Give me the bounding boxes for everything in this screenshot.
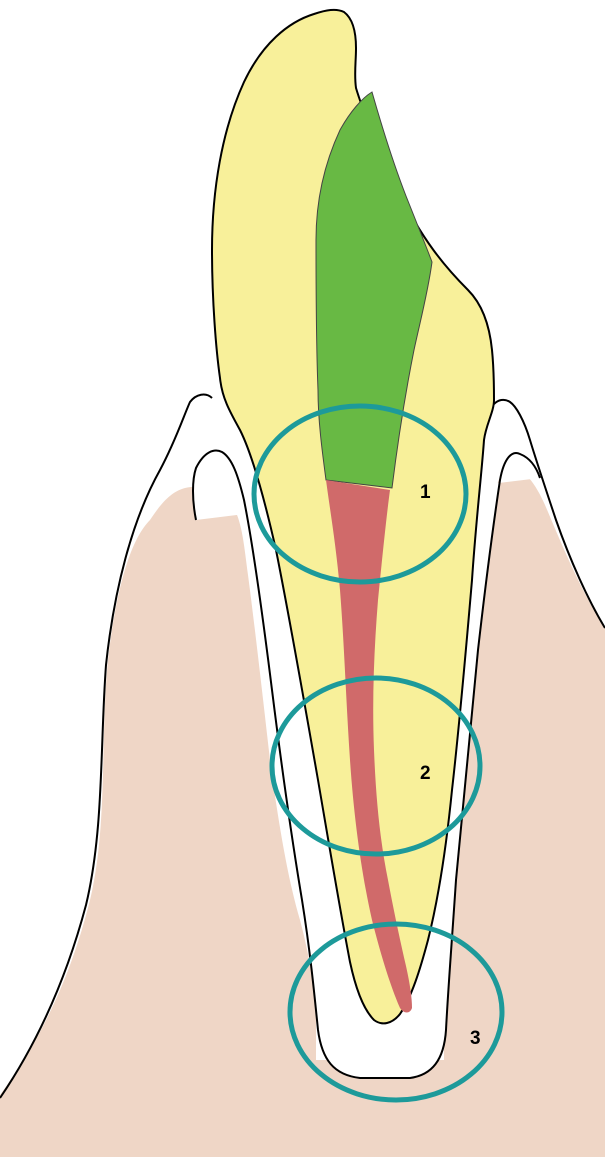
- region-label-1: 1: [420, 482, 431, 503]
- region-label-2: 2: [420, 763, 431, 784]
- region-label-3: 3: [470, 1028, 481, 1049]
